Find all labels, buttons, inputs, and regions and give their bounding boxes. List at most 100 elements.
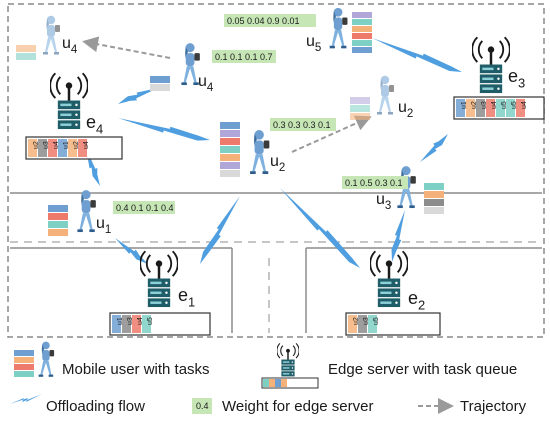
svg-text:u2: u2 <box>353 317 360 325</box>
svg-text:0.1 0.1 0.1 0.7: 0.1 0.1 0.1 0.7 <box>215 52 273 62</box>
queue-e4-slot: u4 <box>48 139 60 157</box>
queue-e4-slot: u1 <box>58 139 70 157</box>
weights-u3: 0.1 0.5 0.3 0.1 <box>342 176 408 189</box>
weights-u5: 0.05 0.04 0.9 0.01 <box>224 14 316 27</box>
queue-e2-slot: u5 <box>368 315 380 333</box>
svg-text:u2: u2 <box>471 101 478 109</box>
weights-u2: 0.3 0.3 0.3 0.1 <box>270 118 336 131</box>
trajectory-u4 <box>82 36 171 59</box>
queue-e1-slot: u4 <box>132 315 144 333</box>
roads <box>10 192 542 333</box>
svg-text:u2: u2 <box>73 141 80 149</box>
svg-text:u1: u1 <box>461 101 468 109</box>
legend-mobile-user: Mobile user with tasks <box>62 361 210 378</box>
legend-edge-server: Edge server with task queue <box>328 361 517 378</box>
server-e2-label: e2 <box>408 288 425 312</box>
queue-e2-slot: u2 <box>348 315 360 333</box>
svg-text:0.4 0.1 0.1 0.4: 0.4 0.1 0.1 0.4 <box>116 203 174 213</box>
legend-flow-icon <box>10 394 42 404</box>
trajectory-u2 <box>291 115 372 153</box>
user-u3-label: u3 <box>376 191 391 212</box>
task-stack-u5 <box>352 12 372 53</box>
legend-trajectory: Trajectory <box>460 398 527 415</box>
flow-u3-e3 <box>420 134 448 162</box>
user-u5-icon <box>329 7 348 49</box>
weights-u4: 0.1 0.1 0.1 0.7 <box>212 50 276 63</box>
task-stack-u2 <box>220 122 240 177</box>
legend-offloading: Offloading flow <box>46 398 145 415</box>
queue-e4-slot: u2 <box>68 139 80 157</box>
user-u1-icon <box>77 190 96 233</box>
scene-frame <box>7 3 545 338</box>
svg-text:u3: u3 <box>127 317 134 325</box>
svg-text:u4: u4 <box>83 141 90 149</box>
svg-text:u3: u3 <box>481 101 488 109</box>
queue-e4-slot: u4 <box>78 139 90 157</box>
server-e4-icon <box>50 72 88 130</box>
svg-text:u4: u4 <box>521 101 528 109</box>
queue-e4-slot: u3 <box>38 139 50 157</box>
svg-text:u4: u4 <box>137 317 144 325</box>
user-u2-icon <box>250 130 270 175</box>
user-u2-label: u2 <box>270 153 285 174</box>
svg-text:0.1 0.5 0.3 0.1: 0.1 0.5 0.3 0.1 <box>345 178 403 188</box>
user-u1-label: u1 <box>96 215 111 236</box>
user-u2-prev-icon <box>377 75 394 115</box>
queue-e1-slot: u1 <box>112 315 124 333</box>
server-e1-icon <box>140 250 178 308</box>
flow-u2-e1 <box>200 196 240 264</box>
legend-queue <box>261 377 319 389</box>
svg-text:u3: u3 <box>363 317 370 325</box>
queue-e3-slot: u1 <box>456 99 468 117</box>
queue-e2-slot: u3 <box>358 315 370 333</box>
server-e3-icon <box>472 36 510 94</box>
legend-server-icon <box>277 342 299 377</box>
legend-weight-example: 0.4 <box>196 401 209 411</box>
svg-text:0.05 0.04 0.9 0.01: 0.05 0.04 0.9 0.01 <box>227 16 300 26</box>
server-e4-label: e4 <box>86 112 103 136</box>
trajectories <box>82 36 372 153</box>
flow-u3-e2 <box>391 210 405 262</box>
flow-e4-u2 <box>118 118 210 141</box>
svg-text:u1: u1 <box>63 141 70 149</box>
weights-u1: 0.4 0.1 0.1 0.4 <box>113 201 175 214</box>
queue-e3-slot: u2 <box>466 99 478 117</box>
server-e2-icon <box>370 250 408 308</box>
legend-weight: Weight for edge server <box>222 398 373 415</box>
flow-u2-e2 <box>280 188 360 268</box>
svg-text:u5: u5 <box>147 317 154 325</box>
svg-text:u3: u3 <box>43 141 50 149</box>
server-e3-label: e3 <box>508 66 525 90</box>
svg-text:u4: u4 <box>491 101 498 109</box>
svg-text:u5: u5 <box>511 101 518 109</box>
user-u2-prev-label: u2 <box>398 99 413 120</box>
server-e1-label: e1 <box>178 285 195 309</box>
svg-text:u1: u1 <box>117 317 124 325</box>
task-stack-u1 <box>48 205 68 236</box>
user-u4-prev-icon <box>43 15 60 55</box>
queue-e3-slot: u3 <box>476 99 488 117</box>
queue-e1-slot: u5 <box>142 315 154 333</box>
flow-u5-e3 <box>372 38 462 72</box>
queue-e3-slot: u5 <box>496 99 508 117</box>
svg-text:u5: u5 <box>373 317 380 325</box>
queue-e1-slot: u3 <box>122 315 134 333</box>
legend-user-icon <box>38 341 55 377</box>
svg-text:0.3 0.3 0.3 0.1: 0.3 0.3 0.3 0.1 <box>273 120 331 130</box>
queue-e4-slot: u2 <box>28 139 40 157</box>
svg-text:u5: u5 <box>501 101 508 109</box>
offloading-flows <box>86 38 462 268</box>
task-stack-u4-prev <box>16 45 36 60</box>
flow-u4-e4 <box>118 88 158 104</box>
user-u4-label: u4 <box>198 73 214 94</box>
user-u5-label: u5 <box>306 33 321 54</box>
task-stack-u2-prev <box>350 97 370 120</box>
svg-text:u4: u4 <box>53 141 60 149</box>
queue-e3-slot: u4 <box>516 99 528 117</box>
task-stack-u4 <box>150 76 170 91</box>
